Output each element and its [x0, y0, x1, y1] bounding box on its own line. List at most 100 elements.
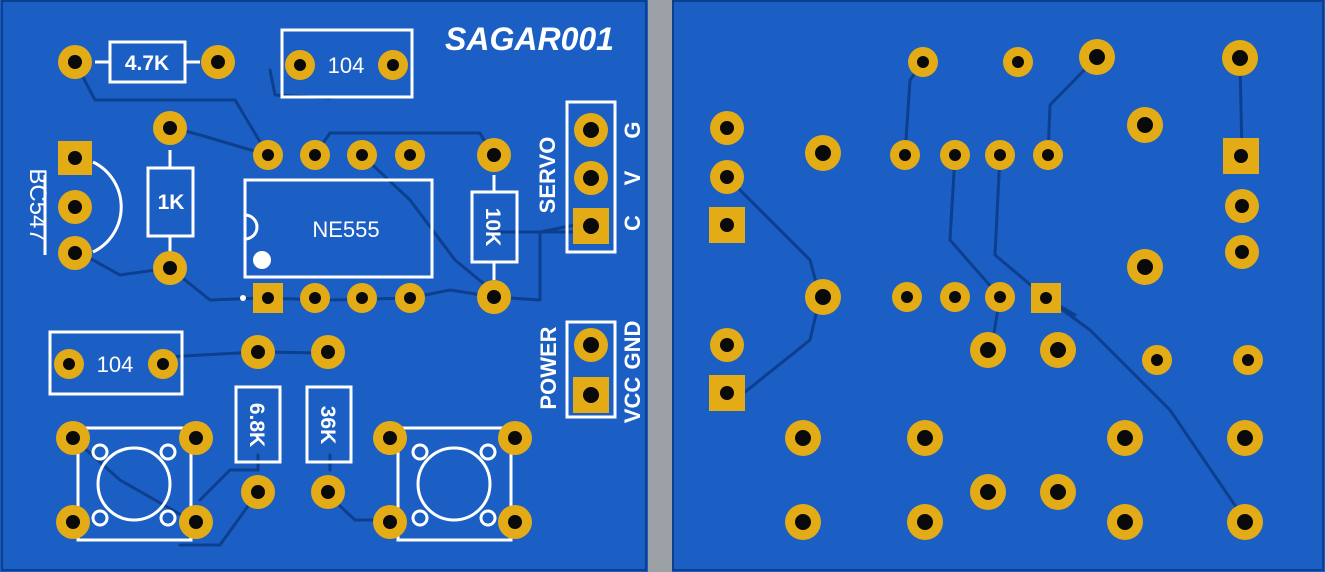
hole [949, 149, 961, 161]
brand-label: SAGAR001 [445, 21, 614, 57]
hole [1234, 149, 1248, 163]
bc547-outline [92, 160, 123, 254]
hole [583, 122, 599, 138]
button-holes [91, 443, 497, 527]
hole [211, 55, 225, 69]
btn1-cap [96, 446, 172, 522]
trace [198, 468, 260, 502]
c1-label: 104 [328, 53, 365, 78]
hole [1151, 354, 1163, 366]
hole [980, 484, 996, 500]
bottom-holes [720, 49, 1254, 530]
hole [720, 218, 734, 232]
hole [901, 291, 913, 303]
r3-label: 10K [481, 208, 504, 247]
hole [583, 387, 599, 403]
hole [356, 292, 368, 304]
hole [321, 485, 335, 499]
btn-hole [159, 443, 177, 461]
c1-outline [280, 28, 414, 99]
top-labels: SAGAR001 4.7K 104 1K BC547 NE555 10K SER… [24, 21, 645, 447]
trace [948, 153, 1002, 299]
hole [508, 515, 522, 529]
hole [815, 289, 831, 305]
hole [163, 261, 177, 275]
ic-pin1-marker [240, 295, 246, 301]
hole [163, 121, 177, 135]
hole [917, 514, 933, 530]
hole [251, 345, 265, 359]
r2-label: 1K [158, 191, 185, 214]
top-silkscreen [43, 28, 617, 542]
hole [251, 485, 265, 499]
hole [68, 246, 82, 260]
hole [1117, 514, 1133, 530]
trace [493, 220, 592, 302]
trace [73, 60, 270, 157]
hole [309, 292, 321, 304]
btn-hole [479, 509, 497, 527]
board-gap [648, 0, 672, 572]
hole [1137, 117, 1153, 133]
hole [1050, 484, 1066, 500]
servo-header-outline [565, 100, 617, 254]
hole [1050, 342, 1066, 358]
hole [487, 290, 501, 304]
hole [795, 514, 811, 530]
hole [262, 292, 274, 304]
hole [1235, 245, 1249, 259]
c2-label: 104 [97, 352, 134, 377]
hole [720, 121, 734, 135]
hole [583, 170, 599, 186]
hole [63, 358, 75, 370]
hole [1235, 199, 1249, 213]
hole [404, 149, 416, 161]
ic-notch [244, 213, 259, 241]
hole [356, 149, 368, 161]
r5-label: 36K [316, 406, 339, 445]
hole [294, 59, 306, 71]
r4-outline [234, 385, 282, 464]
ic-label: NE555 [312, 217, 379, 242]
hole [720, 338, 734, 352]
hole [1042, 149, 1054, 161]
trace [71, 436, 192, 522]
hole [1117, 430, 1133, 446]
trace [178, 490, 260, 547]
btn-hole [411, 443, 429, 461]
top-board-outline [1, 0, 647, 571]
bottom-board-outline [672, 0, 1324, 571]
trace [993, 153, 1047, 299]
hole [949, 291, 961, 303]
hole [189, 515, 203, 529]
hole [387, 59, 399, 71]
hole [68, 55, 82, 69]
servo-title: SERVO [535, 137, 560, 214]
hole [583, 218, 599, 234]
servo-pin-c: C [620, 215, 645, 231]
hole [1242, 354, 1254, 366]
hole [68, 200, 82, 214]
btn2-outline [396, 426, 513, 542]
r5-outline [305, 385, 353, 464]
btn-hole [479, 443, 497, 461]
hole [720, 170, 734, 184]
power-title: POWER [536, 326, 561, 409]
hole [321, 345, 335, 359]
c2-outline [48, 330, 184, 396]
hole [383, 515, 397, 529]
r4-label: 6.8K [245, 403, 268, 447]
hole [1237, 430, 1253, 446]
hole [980, 342, 996, 358]
hole [1040, 292, 1052, 304]
trace [258, 296, 412, 302]
servo-pin-v: V [620, 170, 645, 185]
hole [189, 431, 203, 445]
hole [508, 431, 522, 445]
power-gnd-label: GND [620, 321, 645, 370]
ic-pin1-dot [253, 251, 271, 269]
trace [1043, 295, 1247, 522]
top-holes [63, 55, 599, 529]
hole [1089, 49, 1105, 65]
btn-hole [159, 509, 177, 527]
